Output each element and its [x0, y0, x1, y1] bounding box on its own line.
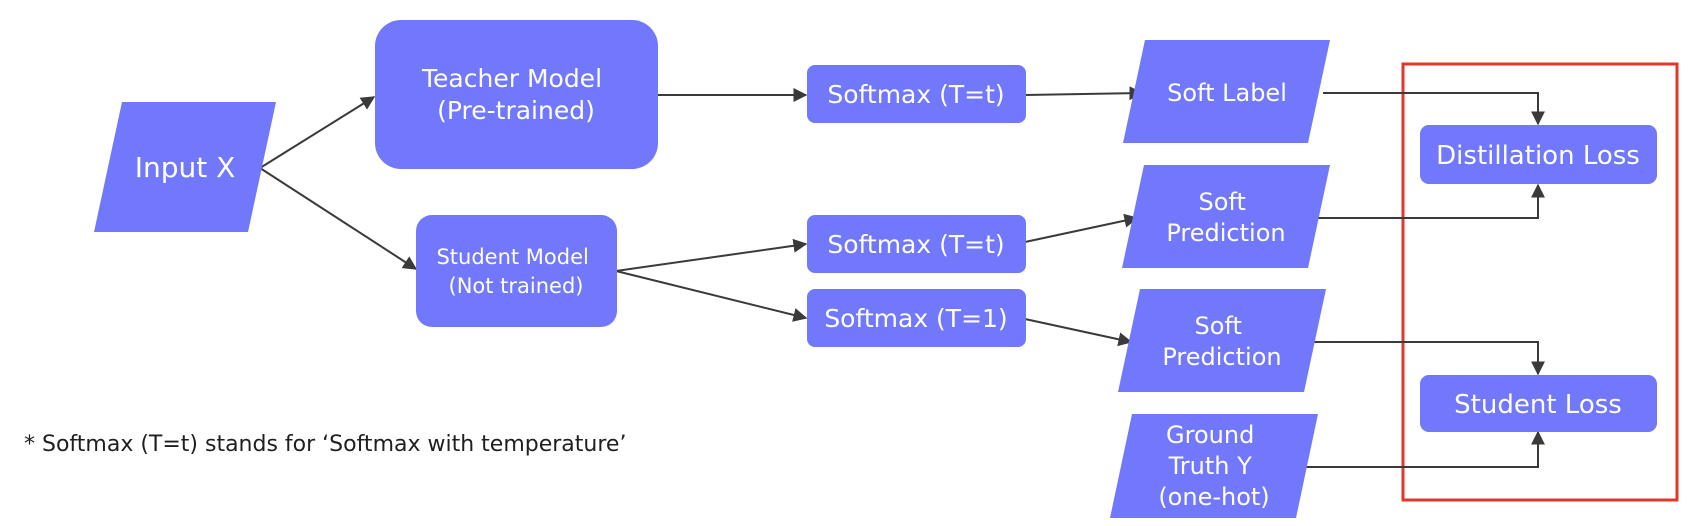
svg-text:Softmax (T=t): Softmax (T=t)	[827, 230, 1004, 259]
arrow-softmax-to-soft-label	[1024, 86, 1144, 101]
soft-prediction-t-label-line1: Soft	[1199, 188, 1246, 216]
student-model-node: Student Model (Not trained)	[416, 215, 617, 327]
svg-text:Soft Prediction: Soft Prediction	[1162, 312, 1281, 371]
soft-prediction-1-shape	[1118, 289, 1326, 392]
softmax-student-1-shape	[807, 289, 1026, 347]
svg-text:Ground Truth Y (on: Ground Truth Y (one-hot)	[1158, 421, 1269, 511]
softmax-student-1-label: Softmax (T=1)	[824, 304, 1007, 333]
softmax-teacher-label: Softmax (T=t)	[827, 80, 1004, 109]
soft-label-label: Soft Label	[1167, 79, 1287, 107]
arrow-student-to-softmax-1	[615, 270, 808, 322]
ground-truth-shape	[1110, 414, 1318, 518]
soft-prediction-1-label-line2: Prediction	[1162, 343, 1281, 371]
footnote-text: * Softmax (T=t) stands for ‘Softmax with…	[24, 432, 626, 457]
distillation-loss-node: Distillation Loss	[1420, 125, 1657, 184]
svg-text:Teacher Model (Pre-train: Teacher Model (Pre-trained)	[421, 64, 610, 125]
ground-truth-node: Ground Truth Y (one-hot)	[1110, 414, 1318, 518]
arrow-softmax-t-to-soft-prediction	[1024, 213, 1139, 243]
svg-text:Soft Prediction: Soft Prediction	[1166, 188, 1285, 247]
student-loss-label: Student Loss	[1454, 390, 1622, 420]
student-model-shape	[416, 215, 617, 327]
loss-highlight-box	[1401, 62, 1679, 502]
teacher-model-label-line1: Teacher Model	[421, 64, 602, 93]
ground-truth-label-line3: (one-hot)	[1158, 483, 1269, 511]
student-model-label-line2: (Not trained)	[449, 274, 584, 298]
softmax-teacher-shape	[807, 65, 1026, 123]
student-loss-shape	[1420, 375, 1657, 432]
soft-prediction-1-node: Soft Prediction	[1118, 289, 1326, 392]
teacher-model-label-line2: (Pre-trained)	[437, 96, 595, 125]
arrow-soft-prediction-to-distillation-loss	[1317, 183, 1545, 219]
svg-text:Softmax (T=1): Softmax (T=1)	[824, 304, 1007, 333]
svg-text:Softmax (T=t): Softmax (T=t)	[827, 80, 1004, 109]
svg-text:Student Loss: Student Loss	[1454, 390, 1622, 420]
student-loss-node: Student Loss	[1420, 375, 1657, 432]
distillation-loss-label: Distillation Loss	[1436, 141, 1640, 171]
svg-text:Input X: Input X	[135, 151, 236, 184]
input-x-node: Input X	[94, 102, 276, 232]
softmax-student-t-node: Softmax (T=t)	[807, 215, 1026, 273]
arrow-ground-truth-to-student-loss	[1305, 430, 1545, 468]
arrow-input-to-student	[259, 167, 418, 270]
softmax-teacher-node: Softmax (T=t)	[807, 65, 1026, 123]
svg-text:Distillation Loss: Distillation Loss	[1436, 141, 1640, 171]
arrow-student-to-softmax-t	[615, 238, 808, 272]
softmax-student-t-label: Softmax (T=t)	[827, 230, 1004, 259]
arrow-input-to-teacher	[259, 96, 376, 169]
arrow-soft-label-to-distillation-loss	[1323, 92, 1545, 126]
teacher-model-shape	[375, 20, 658, 169]
soft-label-node: Soft Label	[1123, 40, 1330, 143]
input-x-shape	[94, 102, 276, 232]
soft-label-shape	[1123, 40, 1330, 143]
distillation-loss-shape	[1420, 125, 1657, 184]
ground-truth-label-line2: Truth Y	[1168, 452, 1252, 480]
soft-prediction-t-shape	[1122, 165, 1330, 268]
ground-truth-label-line1: Ground	[1166, 421, 1254, 449]
soft-prediction-t-label-line2: Prediction	[1166, 219, 1285, 247]
arrow-softmax-1-to-soft-prediction	[1024, 318, 1133, 347]
teacher-model-node: Teacher Model (Pre-trained)	[375, 20, 658, 169]
svg-text:Soft Label: Soft Label	[1167, 79, 1287, 107]
soft-prediction-t-node: Soft Prediction	[1122, 165, 1330, 268]
student-model-label-line1: Student Model	[436, 245, 588, 269]
input-x-label: Input X	[135, 151, 236, 184]
arrows	[259, 86, 1545, 468]
svg-text:Student Model (Not train: Student Model (Not trained)	[436, 245, 595, 298]
arrow-soft-prediction-to-student-loss	[1313, 341, 1545, 376]
softmax-student-1-node: Softmax (T=1)	[807, 289, 1026, 347]
softmax-student-t-shape	[807, 215, 1026, 273]
soft-prediction-1-label-line1: Soft	[1195, 312, 1242, 340]
